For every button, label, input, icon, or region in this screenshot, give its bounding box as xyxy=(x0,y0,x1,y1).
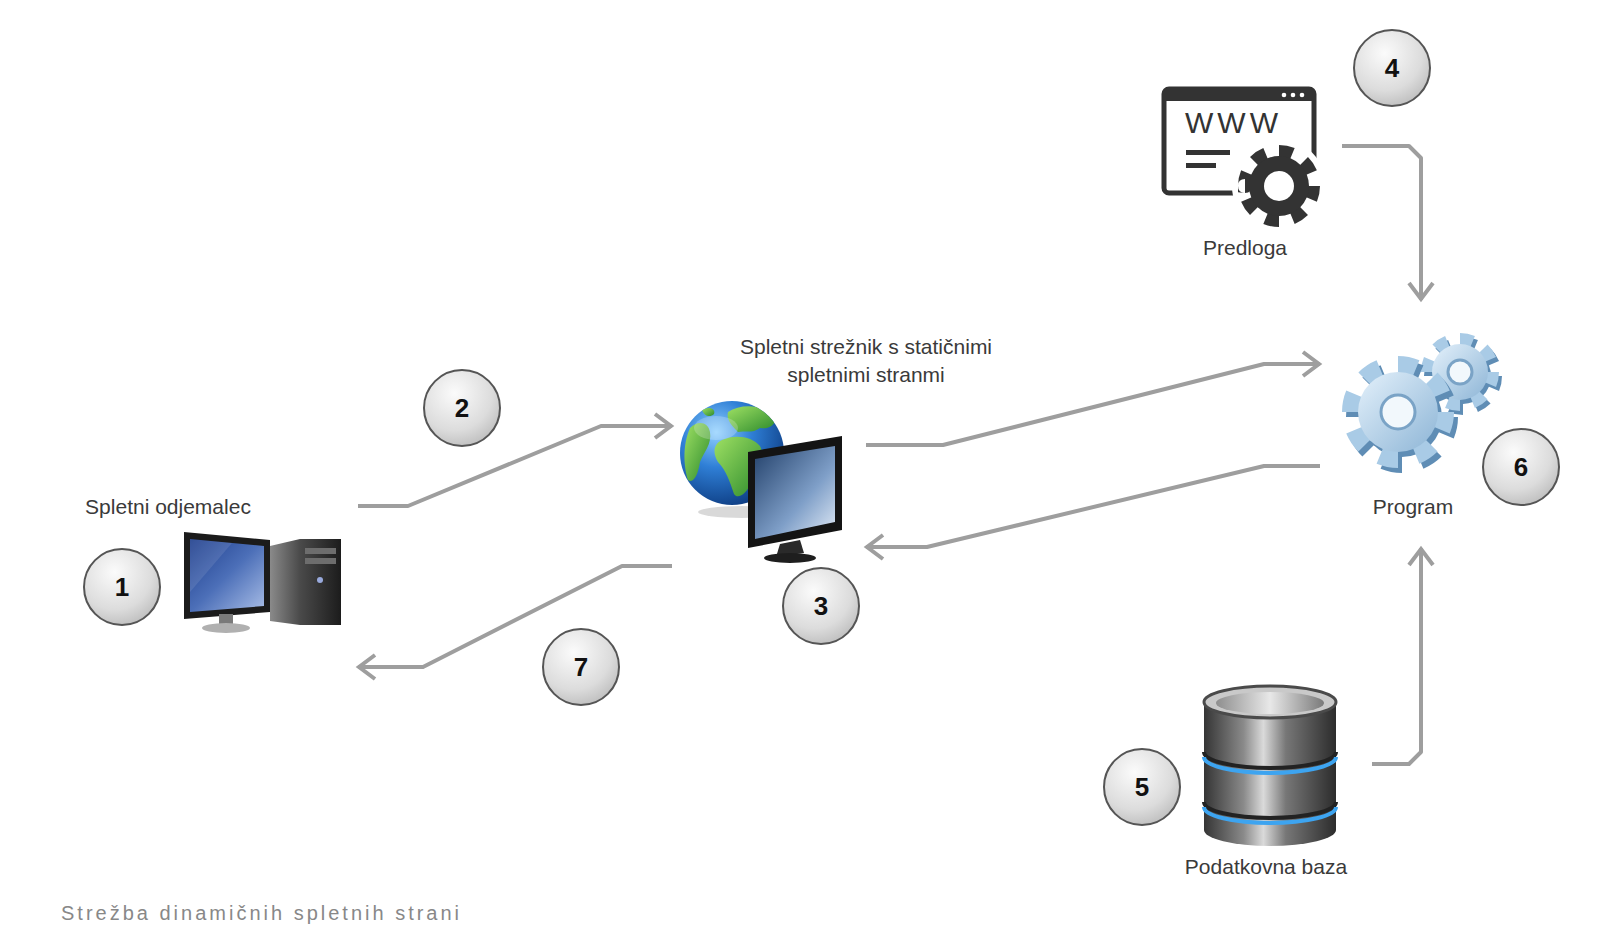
database-node: Podatkovna baza xyxy=(1158,680,1372,884)
template-icon xyxy=(1164,89,1326,233)
callout-number: 4 xyxy=(1385,53,1399,84)
client-computer-icon-part xyxy=(305,548,336,554)
client-computer-icon-part xyxy=(190,539,264,612)
callout-circle: 7 xyxy=(542,628,620,706)
template-icon-part xyxy=(1282,93,1287,98)
node-label: Spletni odjemalec xyxy=(85,494,251,520)
database-icon xyxy=(1204,686,1336,846)
client-computer-icon-part xyxy=(184,532,270,619)
node-label: Podatkovna baza xyxy=(1185,854,1347,880)
database-icon-part xyxy=(1204,686,1336,718)
database-icon-part xyxy=(1216,692,1324,714)
node-label: Spletni strežnik s statičnimi spletnimi … xyxy=(696,333,1036,389)
template-icon-part xyxy=(1300,93,1305,98)
client-computer-icon-part xyxy=(202,623,250,633)
callout-number: 7 xyxy=(574,652,588,683)
callout-circle: 2 xyxy=(423,369,501,447)
web-server: Spletni strežnik s statičnimi spletnimi … xyxy=(672,398,866,575)
arrow-connector xyxy=(358,566,672,667)
program-gears-icon-part xyxy=(1352,366,1444,458)
icon-text: WWW xyxy=(1185,106,1282,139)
arrow-connector xyxy=(1342,146,1421,300)
database-icon-part xyxy=(1204,702,1336,830)
figure-caption: Strežba dinamičnih spletnih strani xyxy=(61,900,462,926)
callout-number: 2 xyxy=(455,393,469,424)
connector-group xyxy=(358,146,1421,764)
template-icon-part xyxy=(1186,150,1230,155)
program-gears-icon xyxy=(1352,340,1495,463)
template-icon-part xyxy=(1164,89,1314,101)
callout-circle: 1 xyxy=(83,548,161,626)
arrow-connector xyxy=(1372,548,1421,764)
template-icon-part xyxy=(1264,171,1294,201)
template-icon-part xyxy=(1186,163,1216,168)
database-icon-part xyxy=(1204,757,1336,773)
client-computer-icon xyxy=(184,532,341,633)
web-server-icon-part xyxy=(764,553,816,563)
client-computer-icon-part xyxy=(317,577,323,583)
program-gears-icon-part-part xyxy=(1352,366,1444,458)
web-server-icon-part xyxy=(755,446,835,539)
web-server-icon-part-part xyxy=(702,408,714,416)
arrow-connector xyxy=(866,466,1320,547)
callout-number: 6 xyxy=(1514,452,1528,483)
icon-text-anchor: WWW xyxy=(1185,106,1282,140)
web-server-icon-part xyxy=(694,416,738,440)
program-gears-icon-part-part xyxy=(1381,395,1415,429)
callout-number: 1 xyxy=(115,572,129,603)
database-icon-part xyxy=(1204,807,1336,823)
program-node: Program xyxy=(1320,300,1500,548)
web-server-icon xyxy=(680,401,842,563)
web-server-icon-part xyxy=(748,436,842,548)
node-label: Program xyxy=(1373,494,1454,520)
template-icon-part xyxy=(1291,93,1296,98)
client-computer-icon-part xyxy=(300,539,341,625)
program-gears-icon-part-part xyxy=(1358,372,1438,452)
template-icon-part xyxy=(1232,139,1326,233)
arrow-connector xyxy=(358,426,672,506)
template-icon-part xyxy=(1245,152,1313,220)
callout-number: 5 xyxy=(1135,772,1149,803)
callout-circle: 3 xyxy=(782,567,860,645)
client-computer-icon-part xyxy=(190,539,232,592)
callout-circle: 5 xyxy=(1103,748,1181,826)
template-icon-part xyxy=(1249,156,1309,216)
program-gears-icon-part-part xyxy=(1448,360,1472,384)
client-computer-icon-part xyxy=(270,539,300,625)
node-label: Predloga xyxy=(1203,235,1287,261)
database-icon-part xyxy=(1204,752,1336,768)
callout-circle: 6 xyxy=(1482,428,1560,506)
database-icon-part xyxy=(1204,802,1336,818)
client-computer-icon-part xyxy=(305,558,336,564)
callout-circle: 4 xyxy=(1353,29,1431,107)
callout-number: 3 xyxy=(814,591,828,622)
